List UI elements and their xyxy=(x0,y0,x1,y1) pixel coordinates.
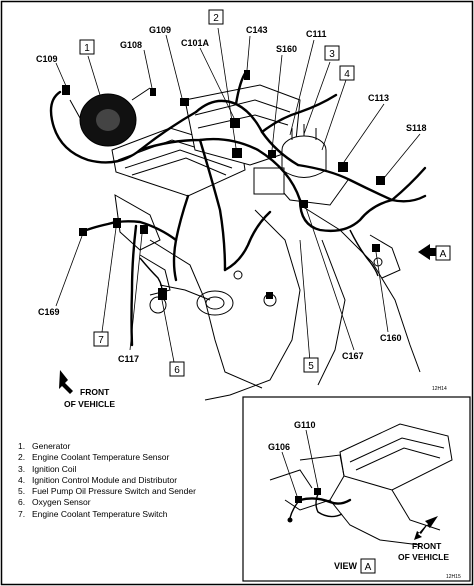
ground-g108 xyxy=(150,88,156,96)
box-2-label: 2 xyxy=(213,13,219,24)
callout-c169: C169 xyxy=(38,307,60,317)
figure-code-main: 12H14 xyxy=(432,386,447,392)
view-a-box-label: A xyxy=(365,562,372,573)
front-label: FRONT xyxy=(80,387,110,397)
box-1-label: 1 xyxy=(84,43,90,54)
inset-front-arrow-icon xyxy=(414,516,438,540)
legend-item: 2.Engine Coolant Temperature Sensor xyxy=(18,452,170,463)
legend-item: 3.Ignition Coil xyxy=(18,463,77,474)
inset-of-vehicle-label: OF VEHICLE xyxy=(398,552,449,562)
legend-item: 4.Ignition Control Module and Distributo… xyxy=(18,474,178,485)
inset-view-a: G110 G106 FRONT OF VEHICLE VIEW A 12H15 xyxy=(242,396,471,582)
view-a-arrow-icon xyxy=(418,244,436,260)
connector-c167 xyxy=(300,200,308,208)
component-legend: 1.Generator 2.Engine Coolant Temperature… xyxy=(18,441,196,520)
callout-c143: C143 xyxy=(246,25,268,35)
numbered-boxes: 1 2 3 4 5 6 7 A xyxy=(79,9,451,377)
legend-item: 6.Oxygen Sensor xyxy=(18,497,91,508)
box-5 xyxy=(303,357,319,373)
callout-g110: G110 xyxy=(294,420,316,430)
legend-item: 5.Fuel Pump Oil Pressure Switch and Send… xyxy=(18,486,196,497)
callouts: C109 G108 G109 C101A C143 S160 C111 C113… xyxy=(36,25,427,364)
splice-s118 xyxy=(376,176,385,185)
inset-ground-g106 xyxy=(295,496,302,503)
box-4-label: 4 xyxy=(344,69,350,80)
box-view-a xyxy=(435,245,451,261)
callout-c167: C167 xyxy=(342,351,364,361)
connector-c101a xyxy=(230,118,240,128)
box-2 xyxy=(208,9,224,25)
box-4 xyxy=(339,65,355,81)
box-5-label: 5 xyxy=(308,361,314,372)
coolant-sensor-2 xyxy=(232,148,242,158)
callout-g106: G106 xyxy=(268,442,290,452)
box-3-label: 3 xyxy=(329,49,335,60)
callout-s118: S118 xyxy=(406,123,427,133)
inset-ground-g110 xyxy=(314,488,321,495)
leader-lines xyxy=(55,27,421,363)
front-of-vehicle-main: FRONT OF VEHICLE xyxy=(59,370,115,409)
of-vehicle-label: OF VEHICLE xyxy=(64,399,115,409)
callout-c117: C117 xyxy=(118,354,139,364)
callout-c101a: C101A xyxy=(181,38,210,48)
connector-c109 xyxy=(62,85,70,95)
callout-c113: C113 xyxy=(368,93,389,103)
view-a-box xyxy=(360,558,376,574)
wire-harness xyxy=(49,70,427,347)
callout-g108: G108 xyxy=(120,40,142,50)
box-1 xyxy=(79,39,95,55)
connector-c143 xyxy=(244,70,250,80)
box-6-label: 6 xyxy=(174,365,180,376)
oxygen-sensor-6 xyxy=(158,288,167,300)
connector-c113 xyxy=(338,162,348,172)
connector-c169 xyxy=(79,228,87,236)
callout-s160: S160 xyxy=(276,44,297,54)
legend-item: 7.Engine Coolant Temperature Switch xyxy=(18,508,168,519)
legend-item: 1.Generator xyxy=(18,441,71,451)
connector-c111 xyxy=(268,150,276,158)
box-view-a-label: A xyxy=(440,249,447,260)
box-6 xyxy=(169,361,185,377)
callout-g109: G109 xyxy=(149,25,171,35)
figure-code-inset: 12H15 xyxy=(446,574,461,580)
connectors xyxy=(62,70,385,300)
box-3 xyxy=(324,45,340,61)
inset-front-label: FRONT xyxy=(412,541,442,551)
inset-frame xyxy=(242,396,471,582)
view-label: VIEW xyxy=(334,561,358,571)
callout-c160: C160 xyxy=(380,333,402,343)
connector-g109 xyxy=(180,98,189,106)
box-7 xyxy=(93,331,109,347)
callout-c111: C111 xyxy=(306,29,327,39)
connector-c117 xyxy=(140,225,148,234)
coolant-switch-7 xyxy=(113,218,121,228)
engine-illustration xyxy=(69,84,421,401)
front-arrow-icon xyxy=(59,370,73,394)
oil-pressure-sender-5 xyxy=(266,292,273,299)
box-7-label: 7 xyxy=(98,335,104,346)
callout-c109: C109 xyxy=(36,54,58,64)
connector-c160 xyxy=(372,244,380,252)
